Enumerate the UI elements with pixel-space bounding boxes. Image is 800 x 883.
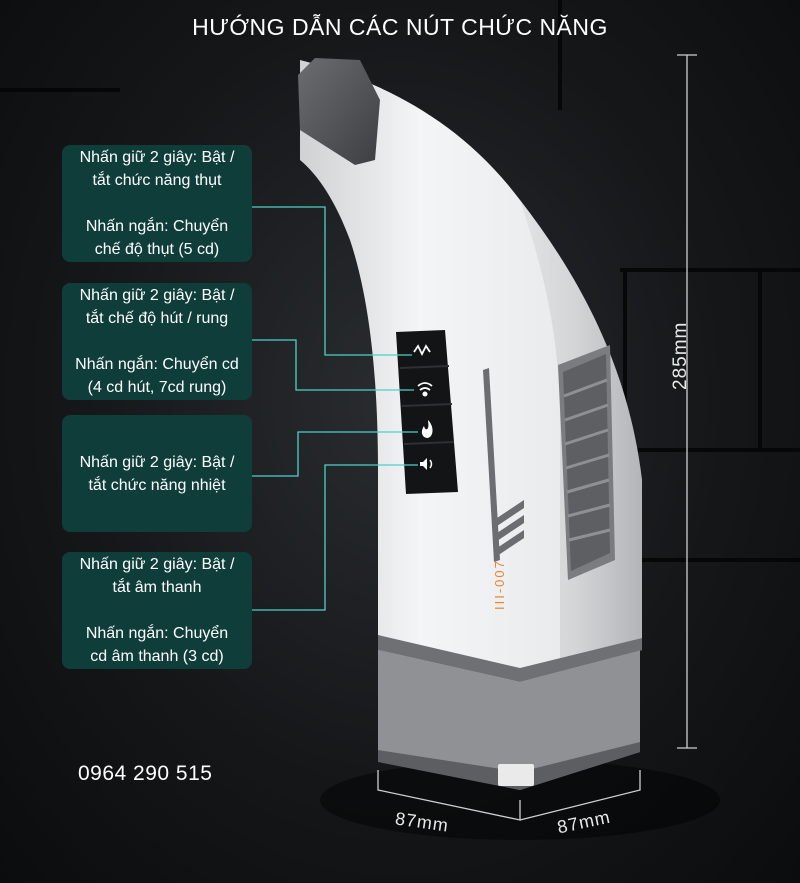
callout-text: Nhấn ngắn: Chuyển (85, 218, 229, 235)
side-grille (558, 345, 615, 580)
device-base (378, 650, 640, 790)
phone-number: 0964 290 515 (78, 762, 213, 785)
callout-text: chế độ thụt (5 cd) (94, 241, 220, 258)
dimension-lines (377, 54, 697, 821)
callout-text: Nhấn giữ 2 giây: Bật / (79, 149, 235, 166)
device-model-label: III-007 (492, 559, 507, 610)
vibration-wave-icon[interactable] (413, 344, 431, 357)
heat-flame-icon[interactable] (421, 420, 433, 438)
callout-text: Nhấn giữ 2 giây: Bật / (79, 453, 235, 471)
callout-text: tắt chức năng nhiệt (88, 476, 226, 494)
callout-text: Nhấn ngắn: Chuyển (85, 625, 229, 642)
height-dimension-label: 285mm (670, 321, 691, 390)
callout-text: tắt chế độ hút / rung (85, 310, 229, 327)
control-panel (396, 330, 458, 494)
callout-suction-vibration: Nhấn giữ 2 giây: Bật / tắt chế độ hút / … (62, 283, 252, 400)
callout-text: Nhấn ngắn: Chuyển cd (75, 356, 239, 373)
callout-sound: Nhấn giữ 2 giây: Bật / tắt âm thanh Nhấn… (62, 552, 252, 669)
callout-text: Nhấn giữ 2 giây: Bật / (79, 287, 235, 304)
callout-text: (4 cd hút, 7cd rung) (87, 379, 227, 396)
device-cap (298, 58, 380, 165)
suction-icon[interactable] (417, 382, 433, 397)
leader-lines (252, 206, 418, 611)
callout-text: Nhấn giữ 2 giây: Bật / (79, 556, 235, 573)
callout-thrust: Nhấn giữ 2 giây: Bật / tắt chức năng thụ… (62, 145, 252, 262)
callout-text: tắt âm thanh (112, 579, 202, 596)
speaker-icon[interactable] (420, 458, 433, 470)
callout-text: tắt chức năng thụt (92, 172, 222, 189)
body-stripes (483, 368, 524, 562)
callout-text: cd âm thanh (3 cd) (90, 648, 224, 665)
page-title: HƯỚNG DẪN CÁC NÚT CHỨC NĂNG (192, 14, 608, 40)
callout-heat: Nhấn giữ 2 giây: Bật / tắt chức năng nhi… (62, 415, 252, 532)
